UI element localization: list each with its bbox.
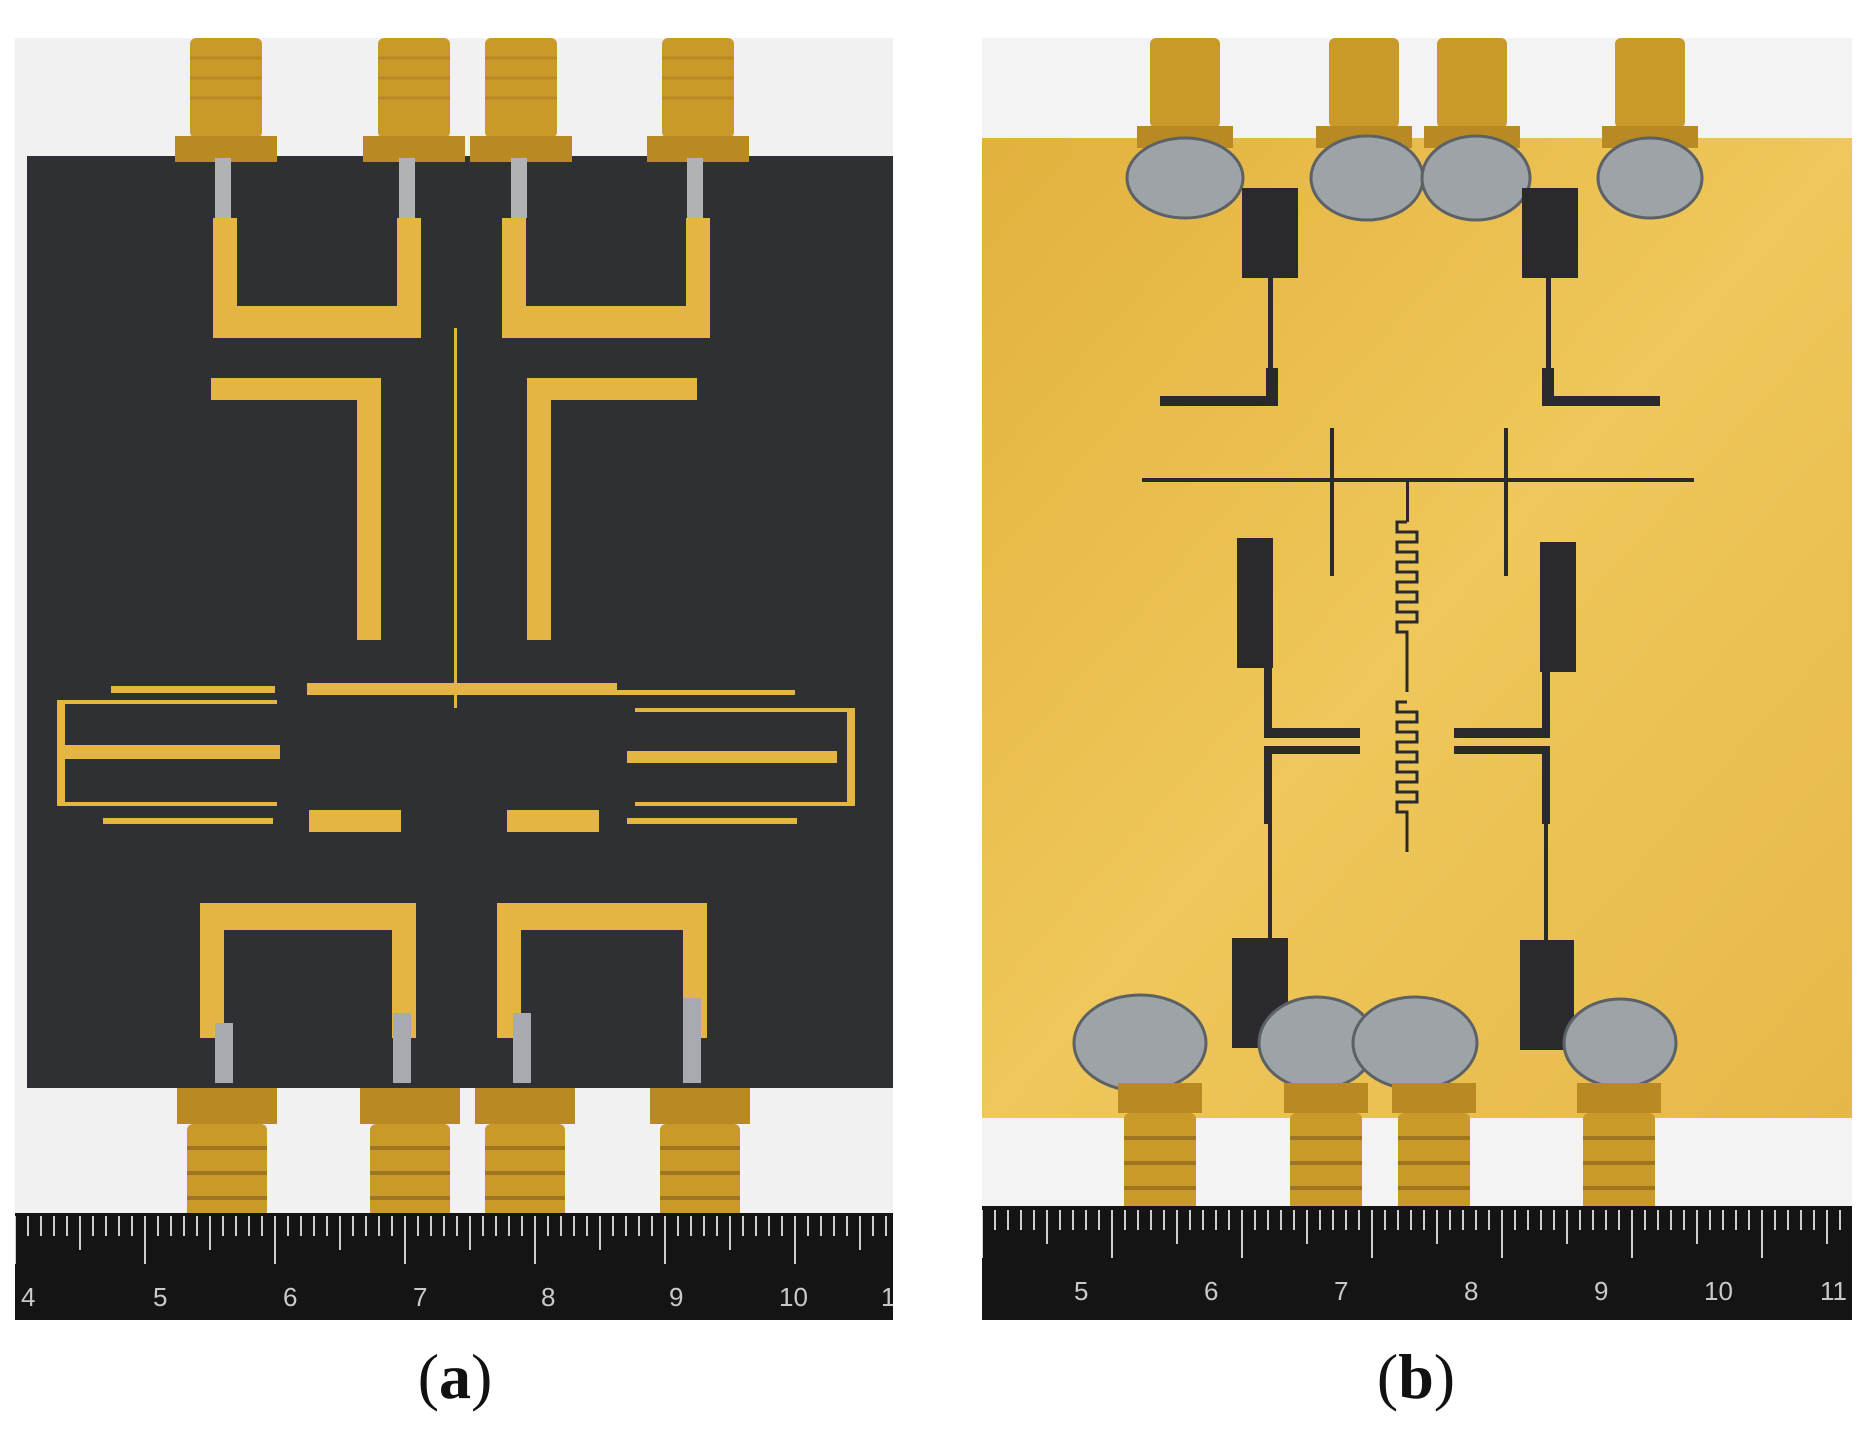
- ruler-numbers-a: 4 5 6 7 8 9 10 1: [21, 1282, 893, 1312]
- top-u-feeds-a: [213, 218, 710, 338]
- meander-line-bottom-b: [1395, 700, 1419, 852]
- top-pads-b: [1242, 188, 1578, 278]
- ruler-number: 5: [1074, 1276, 1088, 1306]
- ruler-number: 7: [413, 1282, 427, 1312]
- photo-b-drawing: 5 6 7 8 9 10 11: [982, 38, 1852, 1320]
- solder-blobs-top-b: [1125, 134, 1704, 222]
- ruler-number: 1: [881, 1282, 893, 1312]
- photo-a-drawing: 4 5 6 7 8 9 10 1: [15, 38, 893, 1320]
- ruler-numbers-b: 5 6 7 8 9 10 11: [1074, 1276, 1847, 1306]
- ruler-number: 7: [1334, 1276, 1348, 1306]
- meander-line-top-b: [1395, 520, 1419, 692]
- caption-open-paren: (: [1376, 1341, 1399, 1412]
- ruler-b: [982, 1206, 1852, 1320]
- coupling-lines-a: [57, 683, 855, 832]
- ruler-number: 9: [1594, 1276, 1608, 1306]
- caption-open-paren: (: [417, 1341, 439, 1412]
- ruler-number: 6: [283, 1282, 297, 1312]
- ruler-number: 11: [1820, 1276, 1847, 1306]
- photo-panel-b: 5 6 7 8 9 10 11: [982, 38, 1852, 1320]
- caption-letter: a: [439, 1341, 471, 1412]
- ruler-number: 10: [779, 1282, 808, 1312]
- solder-blobs-bottom-b: [1072, 993, 1678, 1093]
- ruler-number: 8: [1464, 1276, 1478, 1306]
- center-lines-b: [1142, 428, 1694, 576]
- ruler-number: 4: [21, 1282, 35, 1312]
- top-connectors-a: [175, 38, 749, 162]
- caption-letter: b: [1398, 1341, 1434, 1412]
- pcb-board-dark: [27, 156, 893, 1088]
- pcb-board-gold: [982, 138, 1852, 1118]
- photo-panel-a: 4 5 6 7 8 9 10 1: [15, 38, 893, 1320]
- ruler-number: 6: [1204, 1276, 1218, 1306]
- mid-resonators-b: [1237, 538, 1576, 942]
- ruler-number: 8: [541, 1282, 555, 1312]
- ruler-a: [15, 1213, 893, 1320]
- caption-close-paren: ): [1433, 1341, 1456, 1412]
- ruler-number: 10: [1704, 1276, 1733, 1306]
- ruler-number: 5: [153, 1282, 167, 1312]
- l-resonators-a: [211, 378, 697, 640]
- caption-b: (b): [1316, 1340, 1516, 1414]
- ruler-number: 9: [669, 1282, 683, 1312]
- caption-close-paren: ): [471, 1341, 493, 1412]
- caption-a: (a): [355, 1340, 555, 1414]
- top-connectors-b: [1137, 38, 1698, 148]
